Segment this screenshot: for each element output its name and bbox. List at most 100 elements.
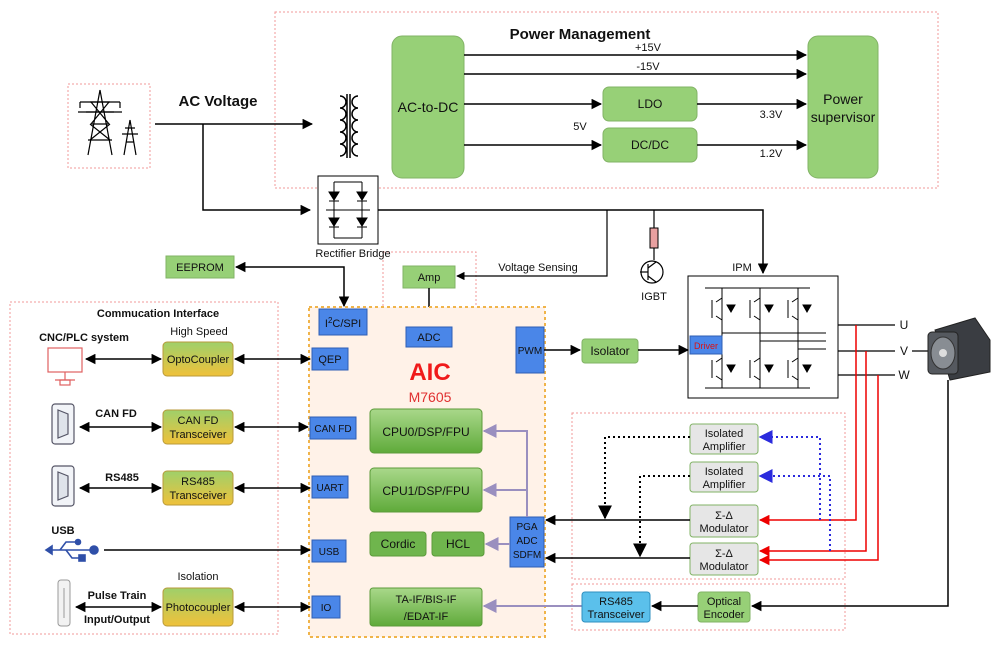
tower-group (67, 83, 151, 169)
rs485-enc-l1: RS485 (599, 596, 633, 608)
sd-mod-1-l2: Modulator (700, 523, 749, 535)
canfd-label: CAN FD (95, 408, 137, 420)
canfd-tr-l1: CAN FD (178, 415, 219, 427)
ac-to-rectifier (202, 124, 312, 216)
sense-blue-2 (758, 469, 831, 551)
rs485-transceiver-encoder (581, 591, 651, 623)
taif-box (369, 587, 483, 627)
optical-encoder-box (697, 591, 751, 623)
isolator-label: Isolator (590, 344, 629, 358)
transformer-icon (339, 94, 359, 158)
pga-adc-sdfm-port (509, 516, 545, 568)
cordic-label: Cordic (381, 537, 416, 551)
1v2-label: 1.2V (760, 148, 783, 160)
taif-label-2: /EDAT-IF (404, 611, 449, 623)
sense-red-w (758, 375, 879, 566)
io-port (311, 595, 341, 619)
pulse-connector-icon (57, 579, 71, 627)
optocoupler-box (162, 341, 234, 377)
voltage-sensing-label: Voltage Sensing (498, 262, 578, 274)
power-management-group (274, 11, 939, 189)
dc-bus (378, 209, 769, 275)
power-supervisor-label-1: Power (823, 91, 863, 107)
amp-group (382, 251, 477, 357)
5v-label: 5V (573, 121, 587, 133)
can-connector-icon (51, 403, 75, 445)
rs485-transceiver-box (162, 470, 234, 506)
ipm-label: IPM (732, 262, 752, 274)
igbt-label: IGBT (641, 291, 667, 303)
acdc-box (391, 35, 465, 179)
servo-motor-icon (927, 317, 991, 381)
ldo-label: LDO (638, 97, 663, 111)
computer-icon (47, 347, 83, 386)
transmission-tower-icon (78, 89, 138, 156)
encoder-group (571, 583, 846, 631)
rs485-tr-l2: Transceiver (169, 490, 226, 502)
taif-label-1: TA-IF/BIS-IF (396, 594, 457, 606)
rs485-connector-icon (51, 465, 75, 507)
iso-amp-1-l1: Isolated (705, 428, 744, 440)
sd-modulator-1 (689, 504, 759, 538)
io-label: IO (321, 603, 332, 614)
optical-l2: Encoder (704, 609, 745, 621)
comm-title: Commucation Interface (97, 308, 219, 320)
i2c-rest: C/SPI (332, 318, 361, 330)
adc-label: ADC (417, 332, 440, 344)
canfd-port-label: CAN FD (314, 424, 351, 435)
sd-modulator-2 (689, 542, 759, 576)
iso-amp-2-out (633, 475, 690, 558)
3v3-label: 3.3V (760, 109, 783, 121)
comm-interface-group (9, 301, 279, 635)
ipm-switches-icon (705, 287, 826, 389)
driver-label: Driver (694, 341, 718, 351)
cpu1-box (369, 467, 483, 513)
cpu0-box (369, 408, 483, 454)
pulse-label-1: Pulse Train (88, 590, 147, 602)
power-supervisor-label-2: supervisor (811, 109, 876, 125)
photocoupler-label: Photocoupler (166, 602, 231, 614)
aic-title: AIC (409, 359, 450, 386)
iso-amp-2-l1: Isolated (705, 466, 744, 478)
usb-label: USB (51, 525, 74, 537)
acdc-label: AC-to-DC (398, 99, 459, 115)
ac-voltage-label: AC Voltage (179, 93, 258, 110)
u-label: U (900, 318, 909, 332)
m15-label: -15V (636, 61, 660, 73)
amp-label: Amp (418, 272, 441, 284)
pulse-label-2: Input/Output (84, 614, 150, 626)
i2c-spi-port (318, 308, 368, 336)
eeprom-box (165, 255, 235, 279)
sensing-group (571, 412, 846, 580)
hcl-box (431, 531, 485, 557)
pwm-label: PWM (518, 346, 542, 357)
i2c-spi-label: I2C/SPI (325, 316, 361, 330)
p15-label: +15V (635, 42, 662, 54)
eeprom-label: EEPROM (176, 262, 224, 274)
adc-port (405, 326, 453, 348)
sd-mod-2-l2: Modulator (700, 561, 749, 573)
power-management-title: Power Management (510, 26, 651, 43)
adc2-label: ADC (516, 536, 537, 547)
cpu0-label: CPU0/DSP/FPU (382, 425, 469, 439)
i2c-sup: 2 (328, 316, 333, 325)
canfd-tr-l2: Transceiver (169, 429, 226, 441)
cnc-label: CNC/PLC system (39, 332, 129, 344)
sense-blue-1 (758, 430, 821, 520)
usb-port (311, 539, 347, 563)
isolator-box (581, 338, 639, 364)
canfd-transceiver-box (162, 409, 234, 445)
qep-port (311, 347, 349, 371)
rs485-label: RS485 (105, 472, 139, 484)
rs485-tr-l1: RS485 (181, 476, 215, 488)
usb-port-label: USB (319, 547, 340, 558)
iso-amp-1-out (598, 436, 690, 520)
sd-mod-1-l1: Σ-Δ (715, 510, 733, 522)
driver-box (689, 335, 723, 355)
w-label: W (898, 368, 910, 382)
eeprom-to-i2c (234, 261, 350, 308)
hcl-label: HCL (446, 537, 470, 551)
iso-amp-2-l2: Amplifier (703, 479, 746, 491)
optical-l1: Optical (707, 596, 741, 608)
